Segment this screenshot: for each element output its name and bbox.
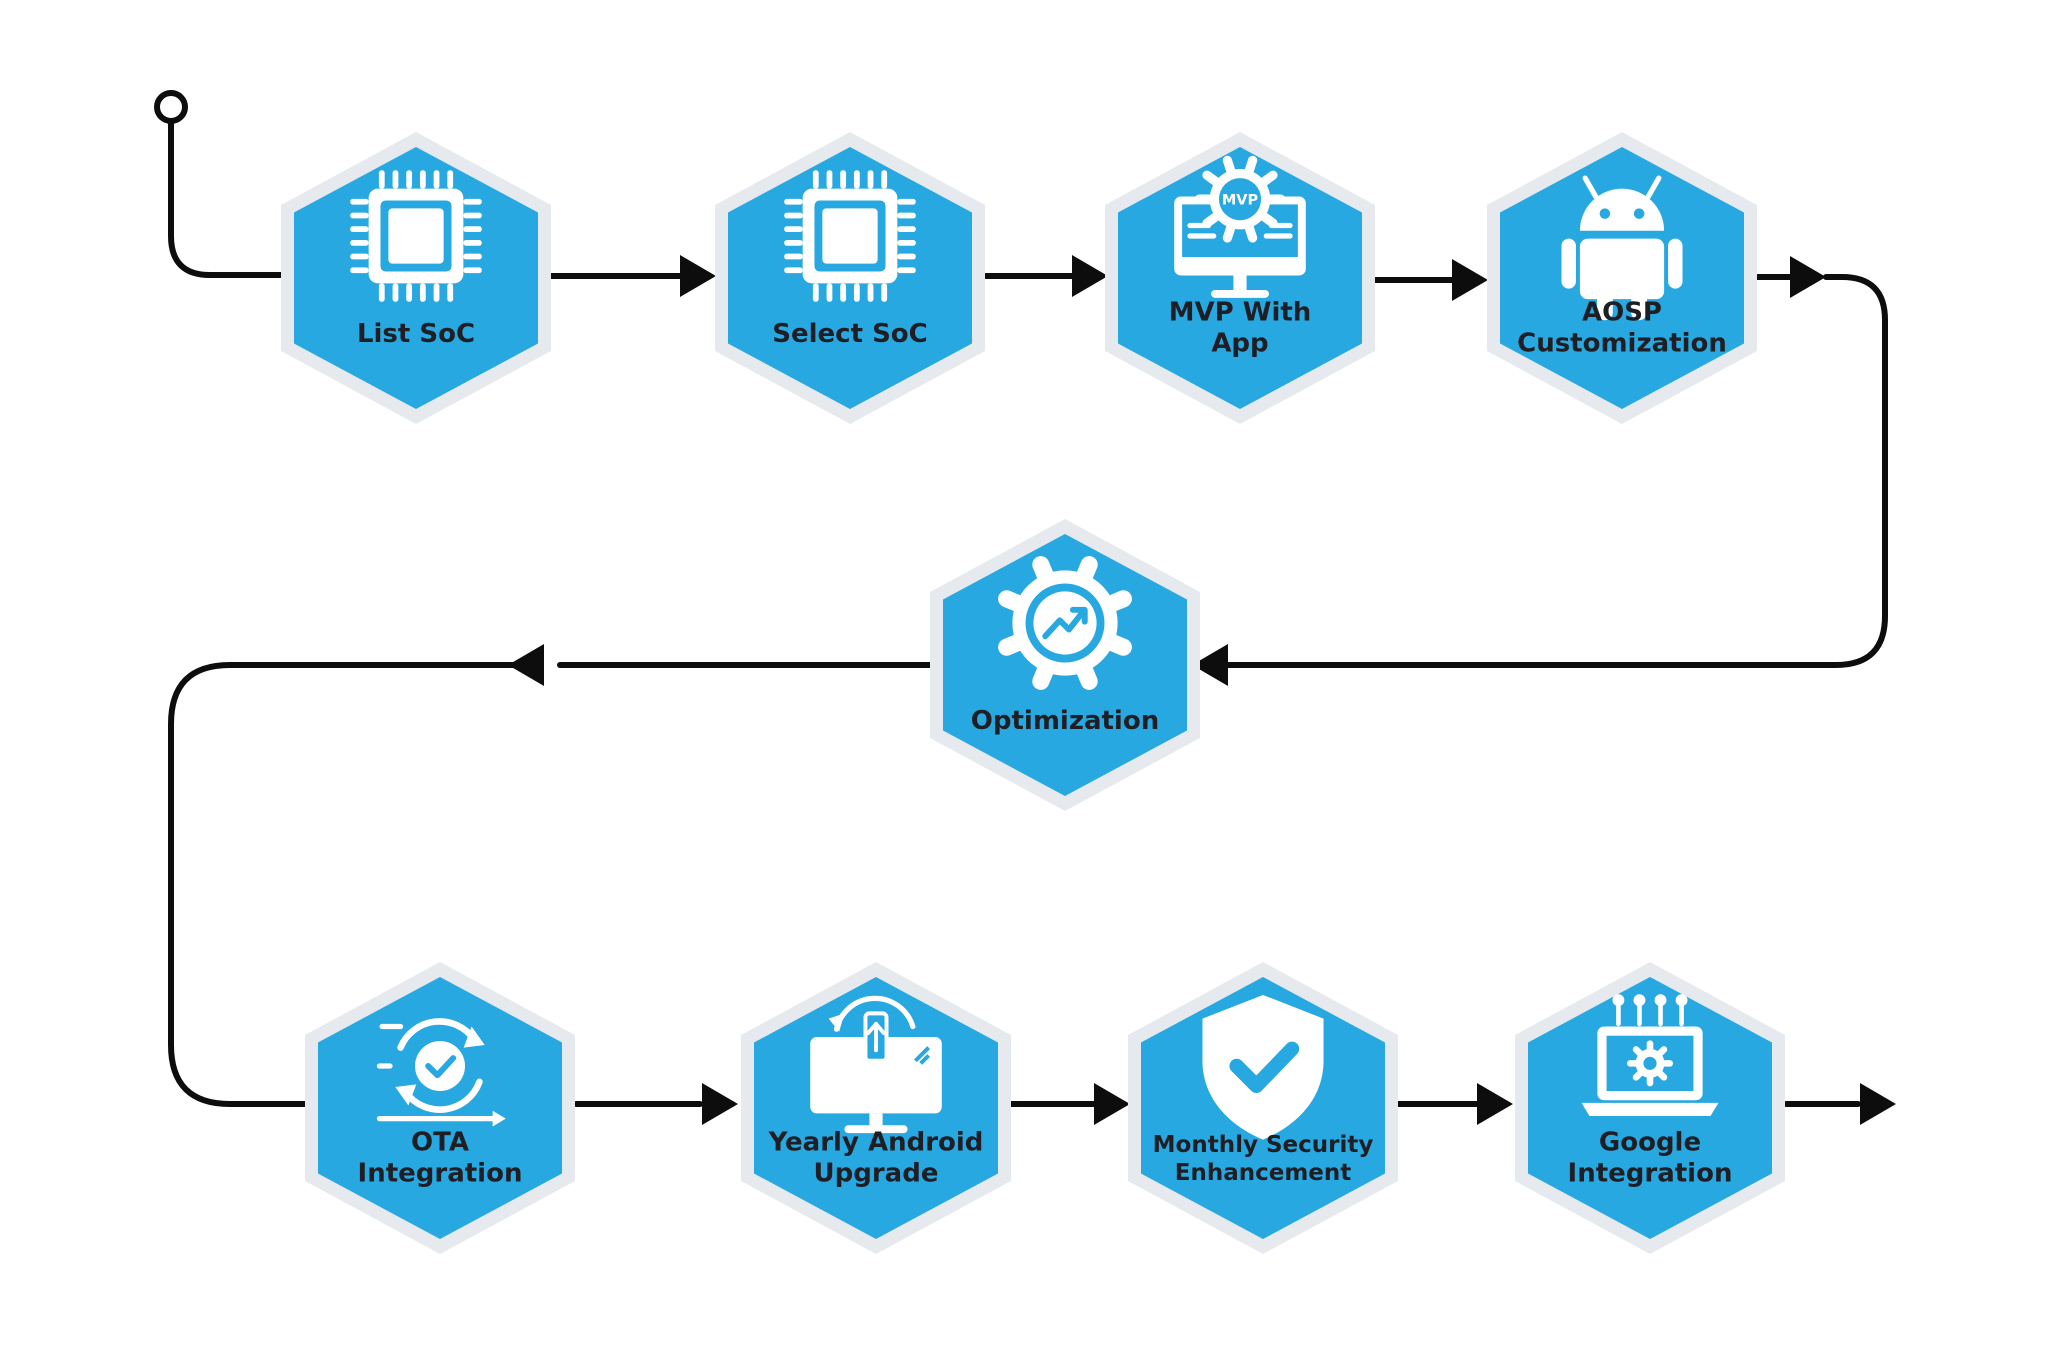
flow-connectors bbox=[154, 90, 1896, 1125]
arrow-9-end bbox=[1860, 1083, 1896, 1125]
chip-icon bbox=[784, 170, 916, 302]
step-label-line: Upgrade bbox=[814, 1159, 939, 1189]
step-label-line: Monthly Security bbox=[1153, 1132, 1374, 1158]
step-1: List SoC bbox=[281, 132, 551, 424]
laptop-gear-icon bbox=[1581, 994, 1719, 1117]
arrow-4-loop bbox=[1790, 256, 1826, 298]
step-label-line: Select SoC bbox=[772, 319, 927, 349]
mvp-monitor-icon: MVP bbox=[1174, 155, 1306, 298]
step-label-line: Enhancement bbox=[1175, 1160, 1352, 1186]
arrow-2-3 bbox=[1072, 255, 1108, 297]
ota-sync-icon bbox=[376, 1018, 506, 1127]
step-label-line: MVP With bbox=[1169, 298, 1312, 328]
arrow-3-4 bbox=[1452, 259, 1488, 301]
chip-icon bbox=[350, 170, 482, 302]
step-2: Select SoC bbox=[715, 132, 985, 424]
step-5: Optimization bbox=[930, 519, 1200, 811]
step-label-line: Integration bbox=[358, 1159, 523, 1189]
step-label-line: OTA bbox=[411, 1128, 469, 1158]
start-node-icon bbox=[154, 90, 188, 124]
android-icon bbox=[1561, 175, 1683, 321]
step-label-line: Customization bbox=[1517, 329, 1727, 359]
connector-5-6 bbox=[168, 662, 543, 1107]
arrow-7-8 bbox=[1094, 1083, 1130, 1125]
arrow-8-9 bbox=[1477, 1083, 1513, 1125]
arrow-4-5 bbox=[1192, 644, 1228, 686]
gear-chart-icon bbox=[998, 556, 1132, 690]
step-label-line: Google bbox=[1599, 1128, 1701, 1158]
step-label-line: Yearly Android bbox=[768, 1128, 984, 1158]
step-label-line: AOSP bbox=[1582, 298, 1662, 328]
mvp-icon-text: MVP bbox=[1222, 192, 1259, 208]
shield-check-icon bbox=[1202, 994, 1324, 1140]
arrow-6-7 bbox=[702, 1083, 738, 1125]
upgrade-monitor-icon bbox=[810, 995, 942, 1134]
step-label-line: Optimization bbox=[971, 706, 1159, 736]
step-label-line: Integration bbox=[1568, 1159, 1733, 1189]
arrow-1-2 bbox=[680, 255, 716, 297]
connector-4-5 bbox=[1219, 274, 1888, 668]
step-label-line: App bbox=[1211, 329, 1268, 359]
step-label-line: List SoC bbox=[357, 319, 475, 349]
start-connector bbox=[168, 118, 291, 278]
